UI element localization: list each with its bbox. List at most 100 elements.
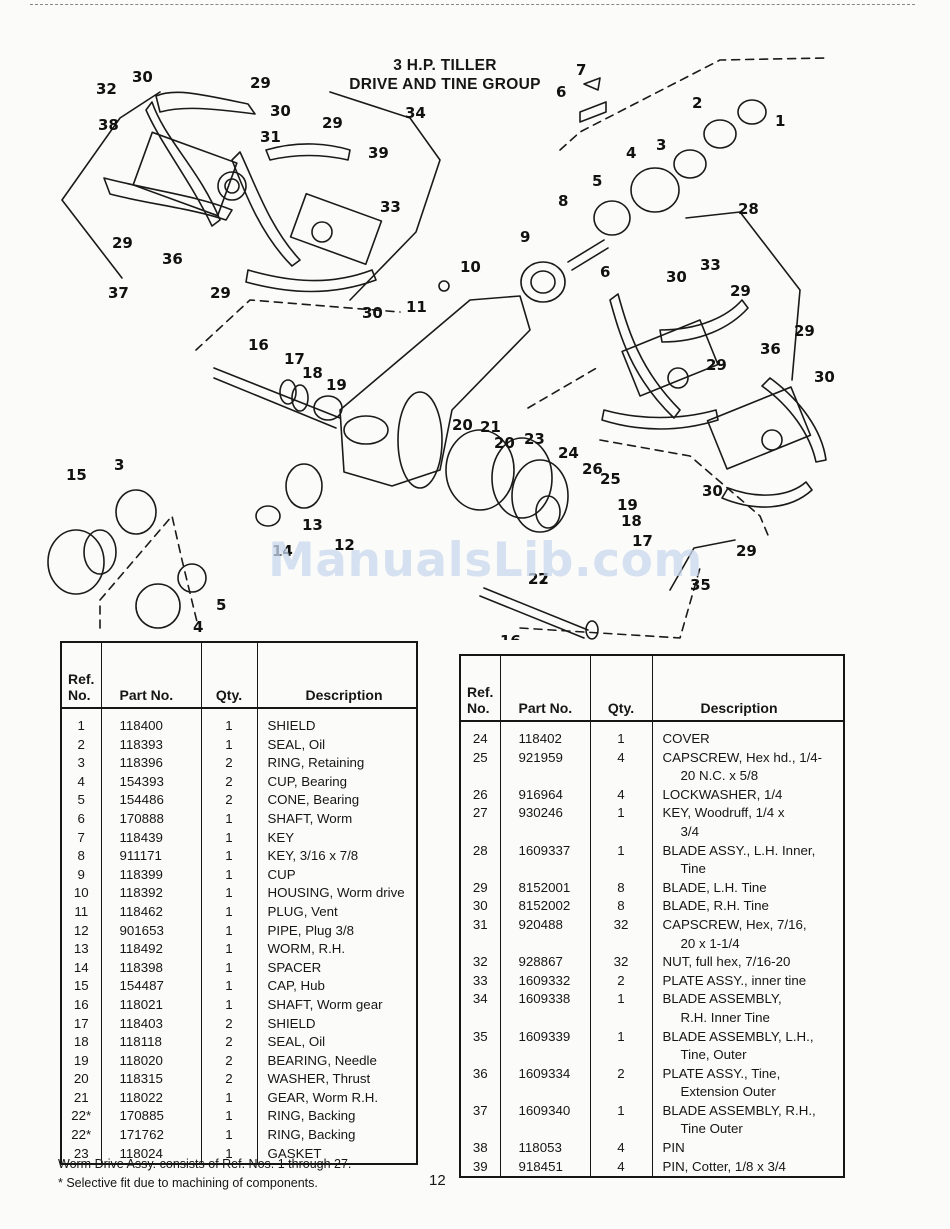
callout-label: 35 <box>690 576 711 594</box>
table-header-row: Ref.No. Part No. Qty. Description <box>460 655 844 722</box>
header-ref: Ref.No. <box>460 655 501 722</box>
callout-label: 29 <box>730 282 751 300</box>
callout-label: 8 <box>558 192 568 210</box>
tine-blade-29-right-bottom <box>721 481 813 508</box>
hub-right <box>311 221 333 243</box>
callout-label: 4 <box>193 618 203 636</box>
worm-shaft-6 <box>567 239 609 271</box>
callout-label: 28 <box>738 200 759 218</box>
callout-label: 25 <box>600 470 621 488</box>
callout-label: 29 <box>210 284 231 302</box>
callout-label: 9 <box>520 228 530 246</box>
callout-label: 29 <box>250 74 271 92</box>
callout-label: 14 <box>272 542 293 560</box>
header-part-no: Part No. <box>101 642 202 709</box>
callout-label: 29 <box>706 356 727 374</box>
hub-cap-15 <box>47 529 105 595</box>
header-qty: Qty. <box>590 655 653 722</box>
callout-label: 20 <box>452 416 473 434</box>
retaining-ring-3-lower <box>115 489 157 535</box>
title-line-1: 3 H.P. TILLER <box>393 57 497 74</box>
tine-blade-29-left <box>155 91 256 115</box>
tine-blade-29-right-lower <box>601 409 719 430</box>
header-qty: Qty. <box>201 642 258 709</box>
callout-label: 29 <box>112 234 133 252</box>
watermark-text: ManualsLib.com <box>268 533 703 588</box>
callout-label: 23 <box>524 430 545 448</box>
hub-left <box>217 171 247 201</box>
housing-10 <box>339 295 531 487</box>
callout-label: 7 <box>576 61 586 79</box>
callout-label: 4 <box>626 144 636 162</box>
worm-13 <box>285 463 323 509</box>
bearing-19 <box>313 395 343 421</box>
seal-18 <box>291 384 309 412</box>
right-dash-box <box>527 365 771 541</box>
callout-label: 5 <box>216 596 226 614</box>
tine-plate-33 <box>289 192 383 266</box>
callout-label: 29 <box>736 542 757 560</box>
assembly-34-outline <box>329 91 441 301</box>
tine-plate-36 <box>132 131 238 217</box>
callout-label: 13 <box>302 516 323 534</box>
spacer-14 <box>255 505 281 527</box>
callout-label: 21 <box>480 418 501 436</box>
callout-label: 18 <box>621 512 642 530</box>
callout-label: 32 <box>96 80 117 98</box>
assembly-37-outline <box>61 91 161 279</box>
callout-label: 30 <box>814 368 835 386</box>
gasket-23 <box>491 437 553 519</box>
callout-label: 24 <box>558 444 579 462</box>
callout-label: 3 <box>656 136 666 154</box>
callout-label: 39 <box>368 144 389 162</box>
callout-label: 29 <box>322 114 343 132</box>
worm-shaft-dash-box <box>559 57 826 151</box>
callout-label: 18 <box>302 364 323 382</box>
tine-blade-29-bottom <box>245 269 377 293</box>
vent-plug-11 <box>438 280 450 292</box>
shield-1 <box>737 99 767 125</box>
tine-blade-29-right-upper <box>659 299 749 343</box>
callout-label: 37 <box>108 284 129 302</box>
header-description: Description <box>257 642 417 709</box>
cover-24 <box>511 459 569 533</box>
tine-blade-30-left <box>145 101 221 227</box>
worm-gear-21 <box>445 429 515 511</box>
callout-label: 34 <box>405 104 426 122</box>
cup-4-lower <box>135 583 181 629</box>
tine-plate-33-right <box>621 319 719 397</box>
retaining-ring-3 <box>673 149 707 179</box>
callout-label: 33 <box>700 256 721 274</box>
callout-label: 2 <box>692 94 702 112</box>
diagram-title: 3 H.P. TILLER DRIVE AND TINE GROUP <box>330 56 560 94</box>
callout-label: 3 <box>114 456 124 474</box>
page-top-rule <box>30 4 915 5</box>
